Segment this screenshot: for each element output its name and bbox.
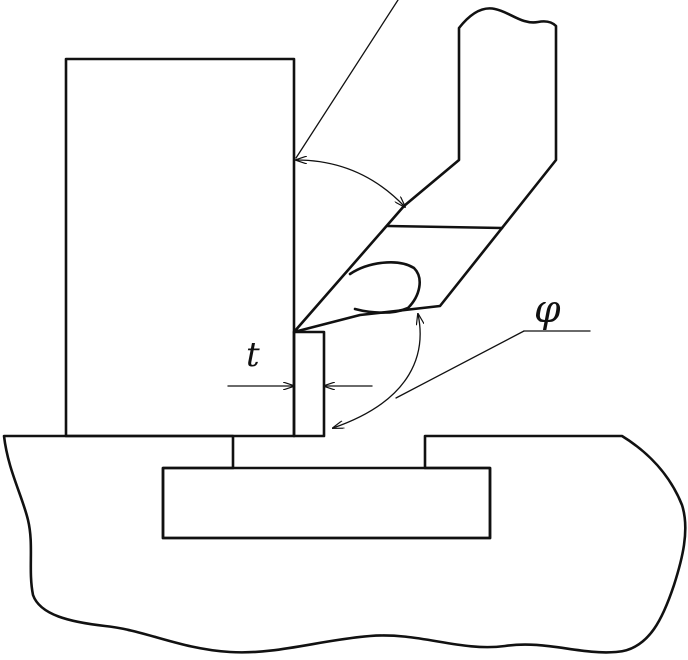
cut-layer <box>292 330 326 438</box>
machine-table <box>2 434 687 654</box>
tool-insert-line <box>386 224 504 230</box>
phi-angle-arc <box>333 314 420 428</box>
phi-leader-line <box>395 330 525 399</box>
depth-of-cut-label: t <box>246 335 260 375</box>
construction-line <box>295 0 399 159</box>
cutting-tool <box>292 7 558 334</box>
workpiece-block <box>64 57 296 438</box>
upper-angle-arc <box>296 160 405 207</box>
cutting-angle-label: φ <box>534 287 561 331</box>
chip <box>348 261 421 314</box>
t-slot-nut <box>161 466 492 540</box>
